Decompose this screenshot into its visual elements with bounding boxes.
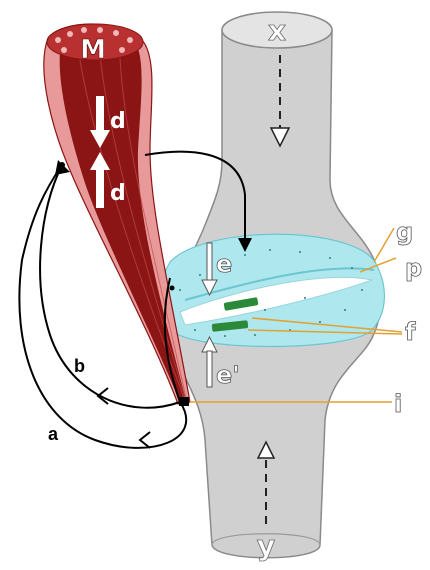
label-bone-bottom: y <box>257 529 275 562</box>
label-force-up: d <box>110 181 126 206</box>
label-membrane: f <box>405 318 416 346</box>
arc-chevrons <box>98 388 150 448</box>
label-arc-b: b <box>74 356 85 376</box>
label-capsule: g <box>396 218 413 246</box>
label-lower-cartilage: e' <box>216 361 240 389</box>
label-bone-top: x <box>268 14 286 47</box>
label-upper-cartilage: e <box>216 250 232 278</box>
label-synovial-fluid: p <box>405 254 422 282</box>
label-arc-a: a <box>48 424 59 444</box>
label-force-down: d <box>110 109 126 134</box>
label-muscle: M <box>80 35 106 65</box>
label-insertion: i <box>394 390 402 418</box>
